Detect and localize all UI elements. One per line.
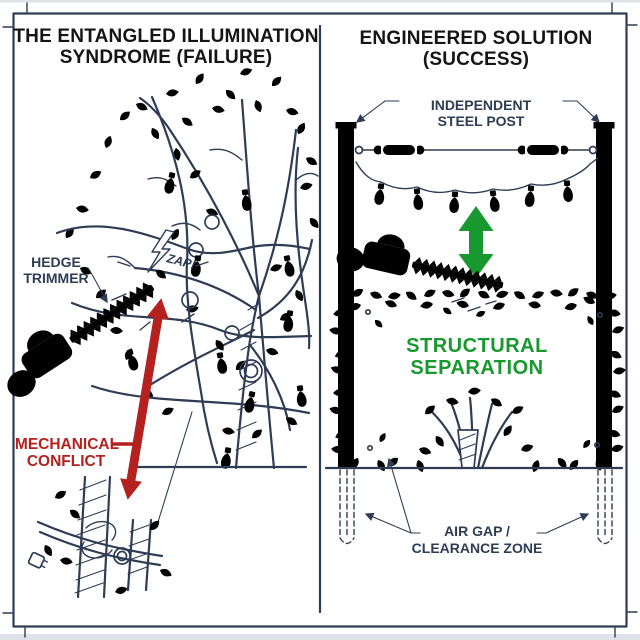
right-panel-title-line1: ENGINEERED SOLUTION [360, 28, 593, 49]
turnbuckle-icon-left [373, 145, 425, 155]
separation-label-line1: STRUCTURAL [406, 335, 548, 357]
right-panel-title-line2: (SUCCESS) [423, 49, 529, 70]
hedge-trimmer-leader [87, 267, 108, 304]
buried-post-footings [339, 469, 613, 545]
hedge-trimmer-label-line2: TRIMMER [23, 270, 88, 286]
steel-post-leaders [355, 100, 600, 123]
hedge-base-bush [417, 386, 535, 470]
airgap-label-line2: CLEARANCE ZONE [412, 540, 543, 556]
festoon-lights [355, 157, 599, 231]
separation-label-line2: SEPARATION [410, 357, 543, 379]
tree-leaves [63, 66, 322, 441]
zap-collision [92, 210, 224, 331]
hedge-trimmer-label-line1: HEDGE [31, 254, 81, 270]
left-panel-title-line2: SYNDROME (FAILURE) [60, 47, 273, 68]
support-cable [354, 145, 598, 155]
airgap-label-line1: AIR GAP / [444, 523, 510, 539]
red-double-arrow-icon [120, 298, 169, 500]
conflict-label-line2: CONFLICT [27, 453, 106, 470]
lightning-bolt-icon [147, 229, 175, 273]
mechanical-conflict-arrow [111, 298, 169, 500]
left-panel-title-line1: THE ENTANGLED ILLUMINATION [13, 26, 318, 47]
hedge-trimmer-right [334, 223, 509, 319]
steel-post-label-line2: STEEL POST [438, 113, 525, 129]
airgap-leaders [364, 457, 590, 534]
conflict-label-line1: MECHANICAL [15, 436, 119, 453]
string-light-bulb-icon [163, 171, 178, 195]
right-panel: ENGINEERED SOLUTION (SUCCESS) INDEPENDEN… [324, 28, 627, 556]
plug-icon [27, 551, 48, 569]
steel-post-label-line1: INDEPENDENT [431, 97, 532, 113]
left-panel: THE ENTANGLED ILLUMINATION SYNDROME (FAI… [0, 26, 322, 599]
entanglement-detail-inset [27, 411, 193, 599]
zap-label: ZAP! [164, 251, 197, 272]
trimmed-hedge [328, 285, 627, 474]
frame-border [12, 12, 628, 628]
turnbuckle-icon-right [517, 145, 569, 155]
structural-separation-arrow [458, 206, 494, 278]
entangled-tree [107, 96, 319, 470]
green-double-arrow-icon [458, 206, 494, 278]
